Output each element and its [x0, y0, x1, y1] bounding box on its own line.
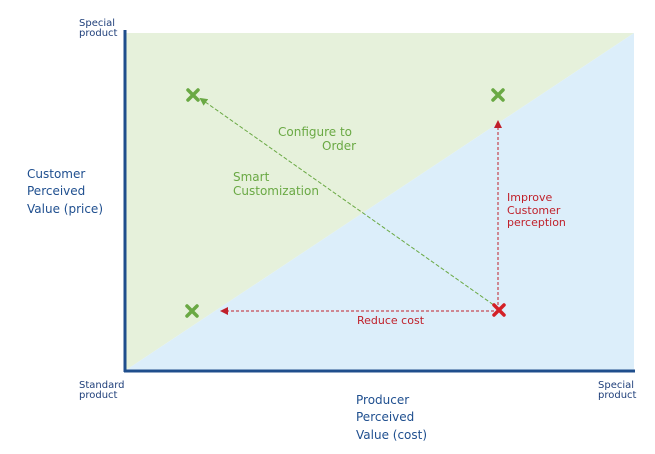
x-axis-title-line2: Perceived [356, 410, 415, 425]
y-axis-top-label-line1: Special [79, 18, 116, 29]
improve-line3: perception [507, 216, 566, 230]
y-axis-title: Customer Perceived Value (price) [27, 166, 103, 218]
y-axis-title-line1: Customer [27, 167, 86, 181]
x-axis-origin-label-line1: Standard [79, 380, 125, 391]
reduce-cost-label: Reduce cost [357, 314, 425, 327]
x-axis-right-label: Special product [598, 381, 636, 401]
smart-customization-line1: Smart [233, 170, 270, 184]
configure-to-order-label: Configure to Order [278, 125, 357, 154]
special-product-green-marker [186, 88, 200, 102]
smart-customization-arrow [199, 97, 499, 309]
customized-green-marker [491, 88, 505, 102]
y-axis-title-line2: Perceived [27, 184, 86, 199]
configure-to-order-line2: Order [322, 138, 357, 153]
improve-line1: Improve [507, 191, 553, 204]
lower-blue-region [126, 33, 634, 370]
standard-green-marker [185, 304, 199, 318]
x-axis-right-label-line1: Special [598, 380, 635, 391]
smart-customization-label: Smart Customization [233, 170, 319, 199]
x-axis-origin-label: Standard product [79, 381, 125, 401]
improve-line2: Customer [507, 203, 561, 217]
x-axis-right-label-line2: product [598, 390, 637, 401]
x-axis-title: Producer Perceived Value (cost) [356, 392, 427, 444]
y-axis-top-label-line2: product [79, 28, 118, 39]
x-axis-origin-label-line2: product [79, 390, 118, 401]
x-axis-title-line3: Value (cost) [356, 427, 428, 442]
improve-customer-perception-label: Improve Customer perception [507, 191, 566, 230]
x-axis-title-line1: Producer [356, 393, 410, 407]
current-position-red-marker [492, 303, 506, 317]
smart-customization-line2: Customization [233, 183, 319, 198]
configure-to-order-line1: Configure to [278, 125, 353, 139]
y-axis-title-line3: Value (price) [27, 201, 103, 216]
y-axis-top-label: Special product [79, 19, 117, 39]
